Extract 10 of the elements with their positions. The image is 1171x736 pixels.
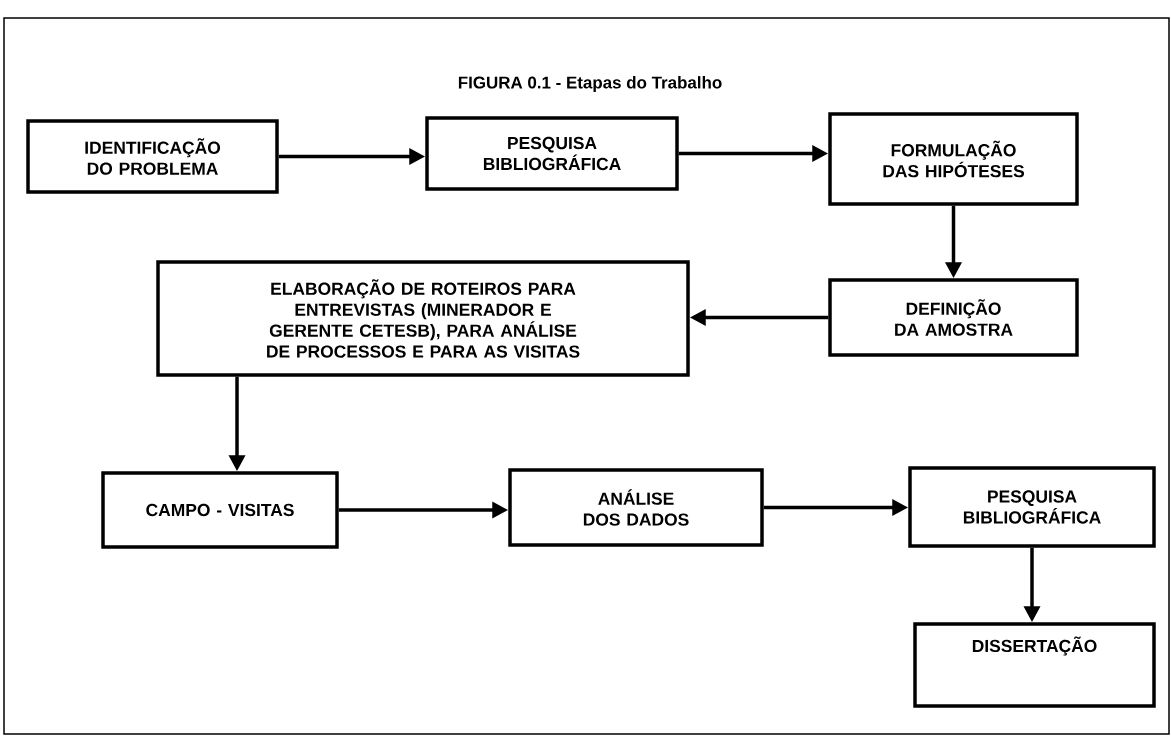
process-box: IDENTIFICAÇÃO DO PROBLEMA bbox=[26, 119, 279, 194]
process-box: CAMPO - VISITAS bbox=[101, 471, 339, 549]
process-box: ELABORAÇÃO DE ROTEIROS PARA ENTREVISTAS (MINERADOR E GERENTE CETESB), PARA ANÁLISE DE PROCESSOS E PARA AS VISITAS bbox=[156, 260, 690, 377]
process-box: DEFINIÇÃO DA AMOSTRA bbox=[828, 278, 1079, 357]
process-box: PESQUISA BIBLIOGRÁFICA bbox=[425, 116, 679, 191]
process-box: PESQUISA BIBLIOGRÁFICA bbox=[908, 466, 1156, 548]
figure-title: FIGURA 0.1 - Etapas do Trabalho bbox=[458, 76, 722, 92]
process-box: FORMULAÇÃO DAS HIPÓTESES bbox=[828, 112, 1079, 206]
process-box: DISSERTAÇÃO bbox=[913, 622, 1156, 708]
process-box: ANÁLISE DOS DADOS bbox=[508, 468, 764, 547]
